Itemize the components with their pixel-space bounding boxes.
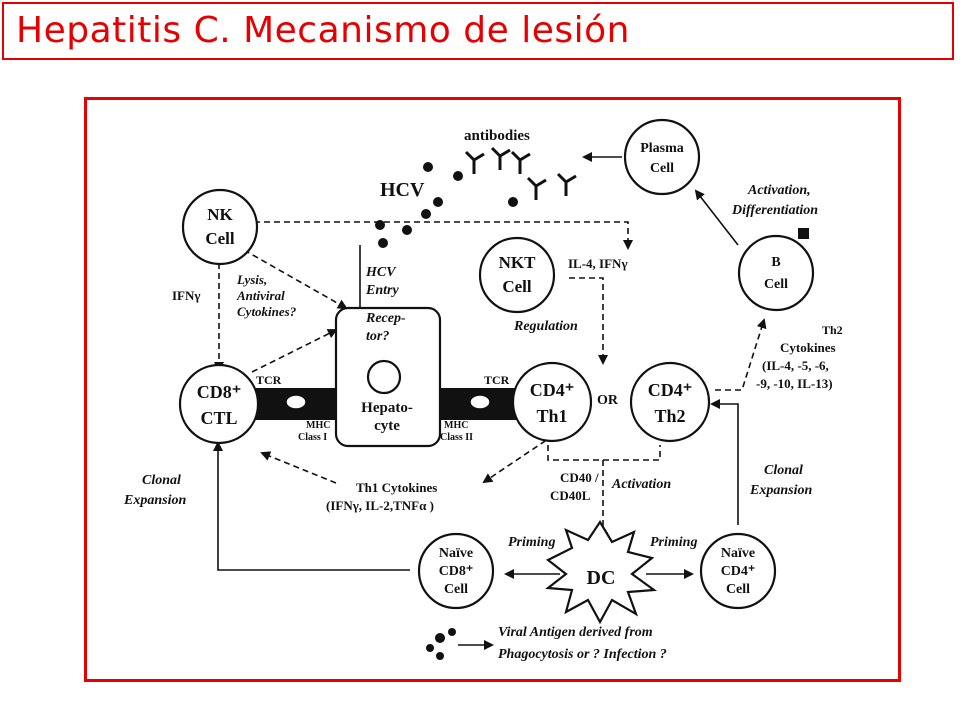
ctl-attack-arrow (251, 329, 338, 373)
svg-text:CD4⁺: CD4⁺ (530, 380, 575, 400)
svg-text:DC: DC (587, 567, 616, 589)
th1-cytokine-arrow (482, 434, 555, 484)
svg-text:CD4⁺: CD4⁺ (721, 564, 756, 579)
svg-text:Th1 Cytokines: Th1 Cytokines (356, 480, 437, 495)
svg-text:(IFNγ, IL-2,TNFα ): (IFNγ, IL-2,TNFα ) (326, 498, 434, 513)
hepatocyte: Hepato- cyte (334, 306, 442, 448)
svg-text:Plasma: Plasma (640, 141, 684, 156)
dendritic-cell: DC (545, 519, 658, 625)
b-to-plasma-arrow (694, 189, 739, 246)
activation-bracket (547, 445, 661, 461)
nk-to-il4-arrow (254, 221, 633, 250)
svg-text:Lysis,: Lysis, (236, 272, 267, 287)
regulation-arrow (569, 277, 608, 365)
svg-text:Th2: Th2 (822, 323, 843, 337)
svg-text:Expansion: Expansion (749, 483, 812, 498)
svg-text:Activation,: Activation, (747, 183, 811, 198)
th2-to-b-arrow (715, 318, 767, 391)
svg-text:TCR: TCR (484, 373, 510, 387)
svg-text:Viral Antigen derived from: Viral Antigen derived from (498, 625, 653, 640)
svg-text:Hepato-: Hepato- (361, 400, 413, 416)
svg-text:IFNγ: IFNγ (172, 288, 200, 303)
svg-text:NK: NK (207, 205, 233, 224)
svg-text:Cell: Cell (650, 161, 674, 176)
svg-text:CD40 /: CD40 / (560, 470, 599, 485)
plasma-cell: Plasma Cell (623, 118, 701, 196)
svg-text:TCR: TCR (256, 373, 282, 387)
svg-text:CD8⁺: CD8⁺ (439, 564, 474, 579)
cd4-th2-cell: CD4⁺ Th2 (629, 361, 711, 443)
naive-cd4-cell: Naïve CD4⁺ Cell (699, 532, 777, 610)
naive-cd8-cell: Naïve CD8⁺ Cell (417, 532, 495, 610)
hcv-label: HCV (380, 179, 425, 201)
svg-text:Expansion: Expansion (123, 493, 186, 508)
svg-text:Regulation: Regulation (513, 319, 578, 334)
antibodies-label: antibodies (464, 128, 530, 144)
svg-text:OR: OR (597, 393, 619, 408)
title-box: Hepatitis C. Mecanismo de lesión (2, 2, 954, 60)
cd4-th1-cell: CD4⁺ Th1 (511, 361, 593, 443)
slide-title: Hepatitis C. Mecanismo de lesión (16, 10, 630, 51)
tcr-mhc-bars (252, 388, 518, 420)
svg-text:Entry: Entry (365, 283, 399, 298)
svg-text:CTL: CTL (200, 408, 237, 428)
svg-text:MHC: MHC (306, 420, 330, 431)
clonal-expansion-left-arrow (213, 441, 410, 571)
svg-text:Phagocytosis or ? Infection: Phagocytosis or ? Infection ? (498, 647, 667, 662)
svg-text:Clonal: Clonal (764, 463, 803, 478)
svg-text:Clonal: Clonal (142, 473, 181, 488)
svg-text:Antiviral: Antiviral (236, 288, 285, 303)
nkt-cell: NKT Cell (478, 236, 556, 314)
clonal-expansion-right-arrow (710, 399, 739, 525)
svg-text:Priming: Priming (650, 535, 697, 550)
svg-text:Differentiation: Differentiation (731, 203, 818, 218)
svg-text:Class I: Class I (298, 432, 327, 443)
svg-text:Th2: Th2 (654, 406, 685, 426)
svg-text:Cell: Cell (502, 277, 532, 296)
svg-text:Cell: Cell (444, 582, 468, 597)
cd8-ctl-cell: CD8⁺ CTL (178, 363, 260, 445)
svg-text:CD8⁺: CD8⁺ (197, 382, 242, 402)
svg-text:(IL-4, -5, -6,: (IL-4, -5, -6, (762, 358, 829, 373)
svg-text:tor?: tor? (366, 329, 389, 344)
svg-text:-9, -10, IL-13): -9, -10, IL-13) (756, 376, 833, 391)
svg-text:B: B (771, 255, 780, 270)
svg-text:CD40L: CD40L (550, 488, 591, 503)
svg-text:CD4⁺: CD4⁺ (648, 380, 693, 400)
svg-text:Class II: Class II (440, 432, 473, 443)
svg-text:Th1: Th1 (536, 406, 567, 426)
hcv-particles (375, 162, 518, 660)
b-cell: B Cell (737, 234, 815, 312)
svg-text:NKT: NKT (499, 253, 537, 272)
svg-text:Activation: Activation (611, 477, 671, 492)
svg-text:Cytokines?: Cytokines? (237, 304, 297, 319)
square-marker (798, 228, 809, 239)
svg-text:Naïve: Naïve (721, 546, 755, 561)
antibodies (464, 146, 577, 200)
cytokine-to-ctl-arrow (260, 451, 337, 484)
svg-text:Cytokines: Cytokines (780, 340, 836, 355)
svg-text:MHC: MHC (444, 420, 468, 431)
svg-text:Cell: Cell (764, 277, 788, 292)
svg-text:cyte: cyte (374, 418, 400, 434)
svg-text:Cell: Cell (726, 582, 750, 597)
svg-text:IL-4, IFNγ: IL-4, IFNγ (568, 256, 628, 271)
svg-text:Recep-: Recep- (365, 311, 406, 326)
svg-text:Priming: Priming (508, 535, 555, 550)
svg-text:Cell: Cell (205, 229, 235, 248)
svg-text:Naïve: Naïve (439, 546, 473, 561)
svg-text:HCV: HCV (365, 265, 397, 280)
nk-cell: NK Cell (181, 188, 259, 266)
connectors (213, 152, 767, 650)
